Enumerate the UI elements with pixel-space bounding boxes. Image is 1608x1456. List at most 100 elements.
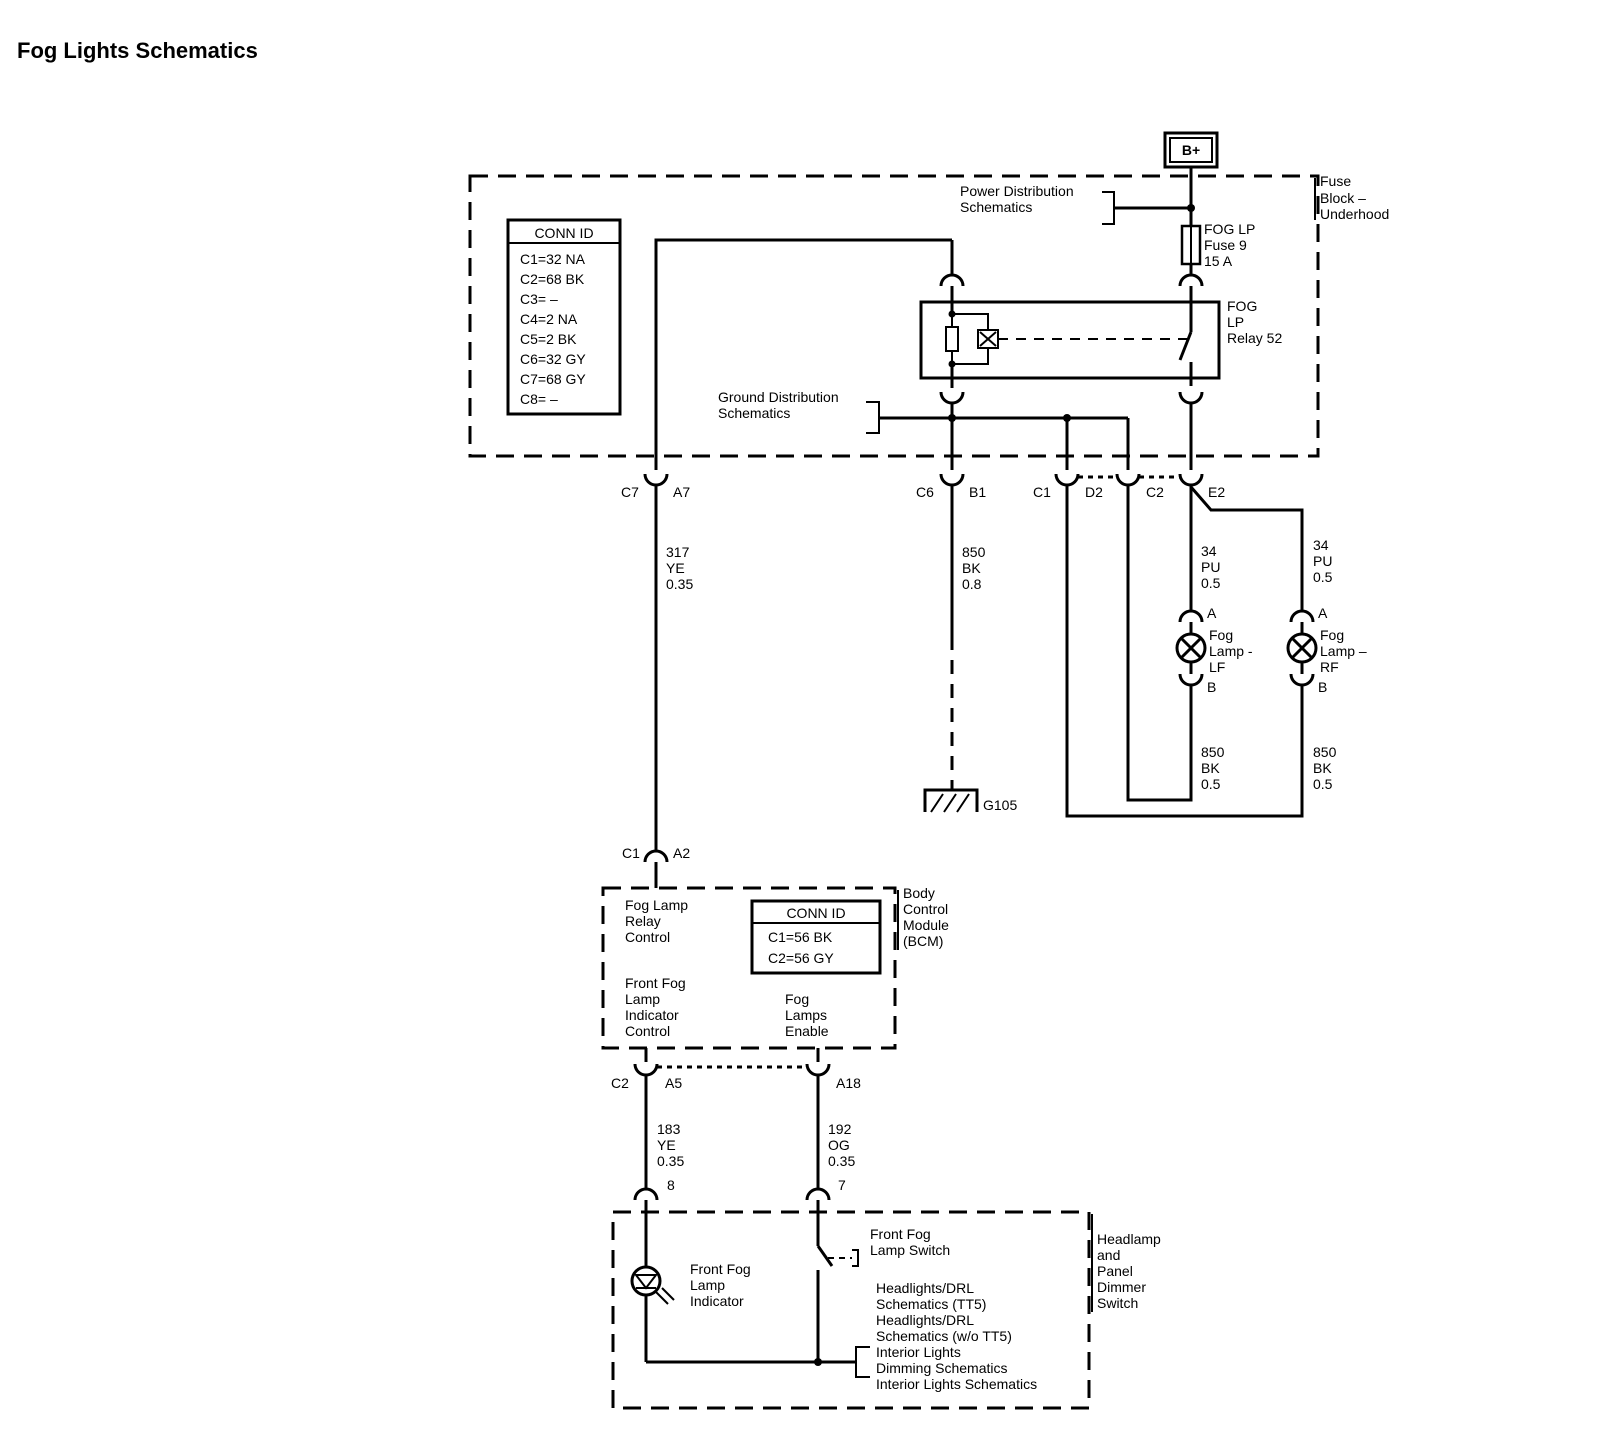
svg-text:850: 850 <box>962 544 986 560</box>
svg-text:and: and <box>1097 1247 1120 1263</box>
wire-183-label: 183 YE 0.35 <box>657 1121 684 1169</box>
svg-text:C2=56 GY: C2=56 GY <box>768 950 834 966</box>
headlamp-switch-label: Headlamp and Panel Dimmer Switch <box>1091 1214 1161 1312</box>
svg-text:Underhood: Underhood <box>1320 206 1389 222</box>
bcm-relay-control-label: Fog Lamp Relay Control <box>625 897 688 945</box>
svg-text:Relay 52: Relay 52 <box>1227 330 1282 346</box>
svg-text:YE: YE <box>657 1137 676 1153</box>
wire-850-lf-label: 850 BK 0.5 <box>1201 744 1225 792</box>
svg-text:B: B <box>1207 679 1216 695</box>
svg-text:CONN ID: CONN ID <box>786 905 845 921</box>
svg-text:850: 850 <box>1313 744 1337 760</box>
svg-text:D2: D2 <box>1085 484 1103 500</box>
svg-text:0.35: 0.35 <box>657 1153 684 1169</box>
svg-text:183: 183 <box>657 1121 681 1137</box>
svg-text:Indicator: Indicator <box>625 1007 679 1023</box>
fog-lp-fuse: FOG LP Fuse 9 15 A <box>1180 221 1255 269</box>
svg-text:RF: RF <box>1320 659 1339 675</box>
battery-positive-source: B+ <box>1163 131 1219 169</box>
front-fog-lamp-switch-label: Front Fog Lamp Switch <box>870 1226 950 1258</box>
svg-text:Schematics (TT5): Schematics (TT5) <box>876 1296 986 1312</box>
svg-text:(BCM): (BCM) <box>903 933 943 949</box>
svg-text:Lamps: Lamps <box>785 1007 827 1023</box>
svg-text:8: 8 <box>667 1177 675 1193</box>
svg-text:PU: PU <box>1201 559 1220 575</box>
svg-text:Front Fog: Front Fog <box>870 1226 931 1242</box>
svg-text:Body: Body <box>903 885 935 901</box>
svg-text:C5=2 BK: C5=2 BK <box>520 331 577 347</box>
fuse-block-bottom-connectors: C7 A7 C6 B1 C1 D2 C2 E2 <box>621 473 1225 500</box>
svg-text:Indicator: Indicator <box>690 1293 744 1309</box>
fuse-block-boundary <box>468 174 1320 458</box>
svg-text:317: 317 <box>666 544 690 560</box>
power-label: B+ <box>1182 142 1200 158</box>
svg-text:Enable: Enable <box>785 1023 829 1039</box>
svg-text:192: 192 <box>828 1121 852 1137</box>
svg-text:C7=68 GY: C7=68 GY <box>520 371 586 387</box>
svg-text:Schematics: Schematics <box>718 405 790 421</box>
svg-text:0.35: 0.35 <box>666 576 693 592</box>
wire-34-lf-label: 34 PU 0.5 <box>1201 543 1221 591</box>
svg-text:B1: B1 <box>969 484 986 500</box>
svg-text:E2: E2 <box>1208 484 1225 500</box>
svg-text:A5: A5 <box>665 1075 682 1091</box>
svg-text:Headlights/DRL: Headlights/DRL <box>876 1280 974 1296</box>
wire-317-label: 317 YE 0.35 <box>666 544 693 592</box>
relay-control-wire <box>654 238 952 470</box>
headlamp-switch-boundary <box>611 1210 1091 1410</box>
svg-text:15 A: 15 A <box>1204 253 1233 269</box>
power-distribution-reference: Power Distribution Schematics <box>960 183 1195 225</box>
svg-text:Schematics: Schematics <box>960 199 1032 215</box>
svg-text:Fog: Fog <box>785 991 809 1007</box>
svg-text:Lamp –: Lamp – <box>1320 643 1367 659</box>
svg-text:Fuse 9: Fuse 9 <box>1204 237 1247 253</box>
svg-text:Module: Module <box>903 917 949 933</box>
svg-text:Headlamp: Headlamp <box>1097 1231 1161 1247</box>
svg-text:Front Fog: Front Fog <box>625 975 686 991</box>
svg-text:A: A <box>1318 605 1328 621</box>
bcm-boundary <box>601 886 897 1050</box>
svg-text:C6=32 GY: C6=32 GY <box>520 351 586 367</box>
svg-text:A18: A18 <box>836 1075 861 1091</box>
svg-text:C2: C2 <box>1146 484 1164 500</box>
svg-text:C7: C7 <box>621 484 639 500</box>
svg-text:LP: LP <box>1227 314 1244 330</box>
switch-top-connectors: 8 7 <box>633 1177 846 1201</box>
svg-text:Control: Control <box>625 1023 670 1039</box>
fog-lp-relay: FOG LP Relay 52 <box>919 298 1282 386</box>
svg-text:Interior Lights Schematics: Interior Lights Schematics <box>876 1376 1037 1392</box>
fuse-block-conn-id-table: CONN ID C1=32 NA C2=68 BK C3= – C4=2 NA … <box>506 218 622 416</box>
svg-text:Panel: Panel <box>1097 1263 1133 1279</box>
svg-text:BK: BK <box>962 560 981 576</box>
bcm-top-connector: C1 A2 <box>622 845 690 888</box>
svg-text:0.5: 0.5 <box>1313 776 1333 792</box>
svg-text:Headlights/DRL: Headlights/DRL <box>876 1312 974 1328</box>
svg-text:FOG: FOG <box>1227 298 1257 314</box>
svg-text:Relay: Relay <box>625 913 661 929</box>
svg-text:LF: LF <box>1209 659 1225 675</box>
svg-text:Lamp: Lamp <box>690 1277 725 1293</box>
svg-text:0.5: 0.5 <box>1201 776 1221 792</box>
wire-850-bk-rf <box>1065 485 1304 818</box>
svg-text:A7: A7 <box>673 484 690 500</box>
svg-text:YE: YE <box>666 560 685 576</box>
svg-text:Fog Lamp: Fog Lamp <box>625 897 688 913</box>
fog-lamp-indicator-icon <box>630 1265 675 1305</box>
front-fog-lamp-switch-icon <box>816 1245 859 1267</box>
svg-text:A: A <box>1207 605 1217 621</box>
svg-text:C1: C1 <box>622 845 640 861</box>
svg-text:850: 850 <box>1201 744 1225 760</box>
svg-text:Lamp -: Lamp - <box>1209 643 1253 659</box>
bcm-enable-label: Fog Lamps Enable <box>785 991 829 1039</box>
svg-text:C1: C1 <box>1033 484 1051 500</box>
svg-text:0.35: 0.35 <box>828 1153 855 1169</box>
svg-text:Lamp Switch: Lamp Switch <box>870 1242 950 1258</box>
svg-text:Interior Lights: Interior Lights <box>876 1344 961 1360</box>
svg-text:C1=32 NA: C1=32 NA <box>520 251 586 267</box>
svg-text:C1=56 BK: C1=56 BK <box>768 929 833 945</box>
svg-text:OG: OG <box>828 1137 850 1153</box>
fog-lamp-lf-icon: A B Fog Lamp - LF <box>1175 605 1253 695</box>
svg-text:Front Fog: Front Fog <box>690 1261 751 1277</box>
svg-text:0.5: 0.5 <box>1201 575 1221 591</box>
svg-text:Fog: Fog <box>1320 627 1344 643</box>
